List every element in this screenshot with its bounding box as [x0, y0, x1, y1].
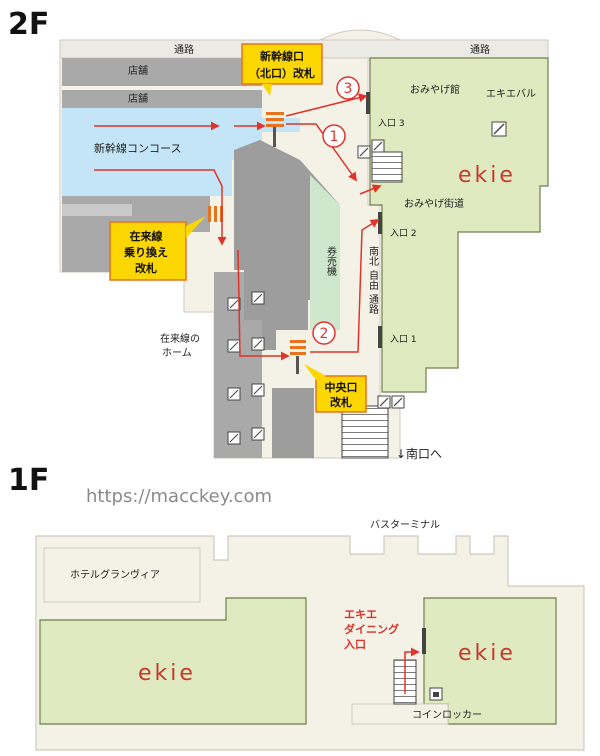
floor-2f-map: 2F	[8, 7, 549, 461]
label-shop-2: 店舗	[128, 92, 148, 105]
label-dining-1: エキエ	[344, 608, 377, 621]
svg-text:改札: 改札	[330, 395, 352, 409]
svg-text:1: 1	[330, 129, 339, 145]
label-ticket-machine: 券売機	[325, 245, 337, 277]
label-hotel: ホテルグランヴィア	[70, 568, 160, 581]
label-dining-3: 入口	[344, 638, 366, 651]
svg-text:新幹線口: 新幹線口	[260, 49, 304, 63]
label-zairaisen-home-1: 在来線の	[160, 332, 200, 345]
coin-locker-icon	[429, 687, 443, 701]
ekie-logo-2f: ekie	[458, 163, 516, 188]
svg-text:乗り換え: 乗り換え	[124, 245, 168, 259]
floor-label-1f: 1F	[8, 463, 49, 498]
label-omiyage-kaido: おみやげ街道	[404, 197, 464, 210]
svg-text:改札: 改札	[135, 261, 157, 275]
f2-stairs-south	[341, 405, 389, 459]
svg-text:2: 2	[320, 326, 329, 342]
route-marker-2: 2	[312, 321, 336, 345]
ekie-building-2f	[369, 57, 549, 393]
f2-building-lower	[272, 388, 314, 458]
gate-central	[290, 340, 306, 374]
label-bus-terminal: バスターミナル	[370, 519, 440, 531]
label-coin-locker: コインロッカー	[412, 709, 482, 721]
route-marker-1: 1	[322, 124, 346, 148]
label-omiyage-kan: おみやげ館	[410, 83, 460, 96]
shop-block-2	[62, 90, 262, 108]
dining-route-arrow	[404, 647, 420, 694]
route-marker-3: 3	[336, 76, 360, 100]
entrance-2-marker	[378, 212, 382, 234]
label-nanboku-1: 南北	[367, 245, 379, 266]
callout-transfer-gate: 在来線 乗り換え 改札	[109, 216, 206, 281]
shop-block-1	[62, 58, 262, 86]
watermark-url: https://macckey.com	[86, 486, 272, 507]
svg-text:中央口: 中央口	[325, 380, 358, 394]
svg-text:在来線: 在来線	[130, 229, 163, 243]
gate-transfer	[208, 206, 223, 222]
label-entrance-3: 入口 3	[378, 118, 405, 129]
hotel-block	[43, 547, 201, 603]
ekie-logo-1f-left: ekie	[138, 661, 196, 686]
callout-central-gate: 中央口 改札	[304, 364, 367, 413]
callout-north-gate: 新幹線口 （北口）改札	[241, 43, 323, 96]
route-arrows	[94, 93, 382, 361]
platform-stairs	[227, 291, 265, 445]
entrance-1-marker	[378, 326, 382, 348]
ekie-building-1f-left	[39, 597, 307, 725]
svg-text:3: 3	[344, 81, 353, 97]
label-shinkansen-concourse: 新幹線コンコース	[94, 141, 181, 155]
f2-stairs-upper	[371, 151, 403, 183]
svg-text:（北口）改札: （北口）改札	[249, 66, 315, 80]
label-passage-right: 通路	[470, 43, 490, 56]
label-nanboku-2: 自由	[367, 269, 378, 290]
label-nanboku-3: 通路	[367, 294, 379, 315]
shinkansen-concourse-area	[62, 108, 300, 196]
label-to-south-exit: ↓南口へ	[396, 446, 442, 461]
label-shop-1: 店舗	[128, 64, 148, 77]
entrance-3-marker	[366, 92, 370, 114]
label-dining-2: ダイニング	[344, 622, 399, 636]
label-ekie-bar: エキエバル	[486, 88, 536, 100]
label-entrance-2: 入口 2	[390, 228, 417, 239]
escalator-icon	[357, 139, 385, 159]
floor-1f-map: 1F https://macckey.com バスターミナル ホテルグランヴィア…	[8, 463, 585, 751]
ticket-machine-area	[310, 175, 340, 330]
f2-stripe	[62, 204, 132, 216]
gate-north	[266, 112, 284, 147]
label-zairaisen-home-2: ホーム	[162, 347, 192, 359]
ekie-logo-1f-right: ekie	[458, 641, 516, 666]
dining-entrance-marker	[422, 628, 426, 654]
label-entrance-1: 入口 1	[390, 334, 417, 345]
label-passage-left: 通路	[174, 43, 194, 56]
escalator-icon-ekie	[491, 121, 507, 137]
escalator-icon-south	[377, 395, 405, 409]
floor-label-2f: 2F	[8, 7, 49, 42]
